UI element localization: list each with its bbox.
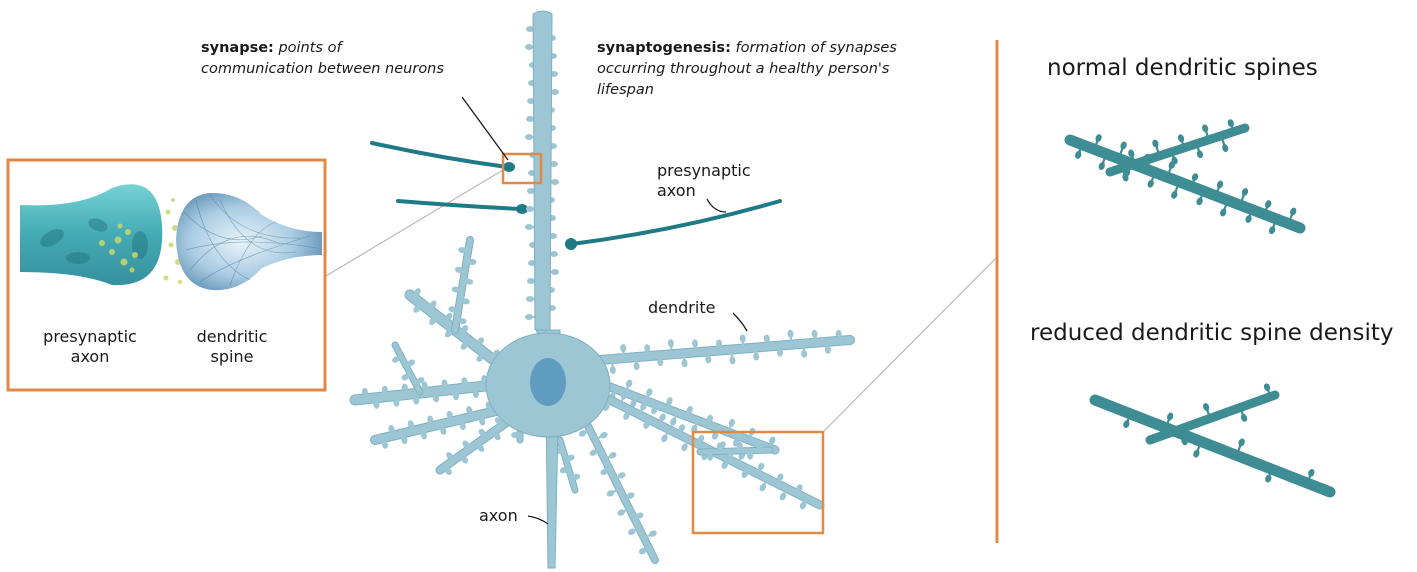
inset-presynaptic-line1: presynaptic	[43, 327, 137, 346]
neuron-dendrites	[355, 20, 850, 560]
axon-label: axon	[479, 506, 518, 526]
dendrite-leader	[733, 313, 747, 331]
synaptogenesis-term: synaptogenesis:	[597, 40, 731, 56]
synapse-leader	[462, 97, 508, 160]
inset-dendritic-spine-label: dendritic spine	[182, 327, 282, 367]
inset-presynaptic-axon-label: presynaptic axon	[30, 327, 150, 367]
synaptogenesis-definition: synaptogenesis: formation of synapses oc…	[597, 38, 937, 101]
normal-spines-heading: normal dendritic spines	[1047, 54, 1318, 82]
axon-leader	[528, 516, 548, 524]
presynaptic-line1: presynaptic	[657, 161, 751, 180]
synapse-term: synapse:	[201, 40, 274, 56]
synapse-definition-line1: points of	[278, 40, 341, 56]
inset-leader-line	[326, 170, 503, 276]
presynaptic-line2: axon	[657, 181, 696, 200]
synaptogenesis-definition-line3: lifespan	[597, 82, 654, 98]
synaptogenesis-definition-line2: occurring throughout a healthy person's	[597, 61, 889, 77]
inset-presynaptic-line2: axon	[71, 347, 110, 366]
inset-spine-line2: spine	[211, 347, 254, 366]
inset-spine-line1: dendritic	[197, 327, 268, 346]
nucleus	[530, 358, 566, 406]
neuron-body	[486, 11, 610, 568]
synapse-definition: synapse: points of communication between…	[201, 38, 501, 80]
reduced-density-heading: reduced dendritic spine density	[1030, 319, 1393, 347]
reduced-dendrite-branch	[1095, 382, 1330, 492]
synapse-definition-line2: communication between neurons	[201, 61, 444, 77]
synaptogenesis-definition-line1: formation of synapses	[735, 40, 896, 56]
dendrite-label: dendrite	[648, 298, 715, 318]
presynaptic-axon-label: presynaptic axon	[657, 161, 751, 201]
normal-dendrite-branch	[1070, 118, 1300, 235]
